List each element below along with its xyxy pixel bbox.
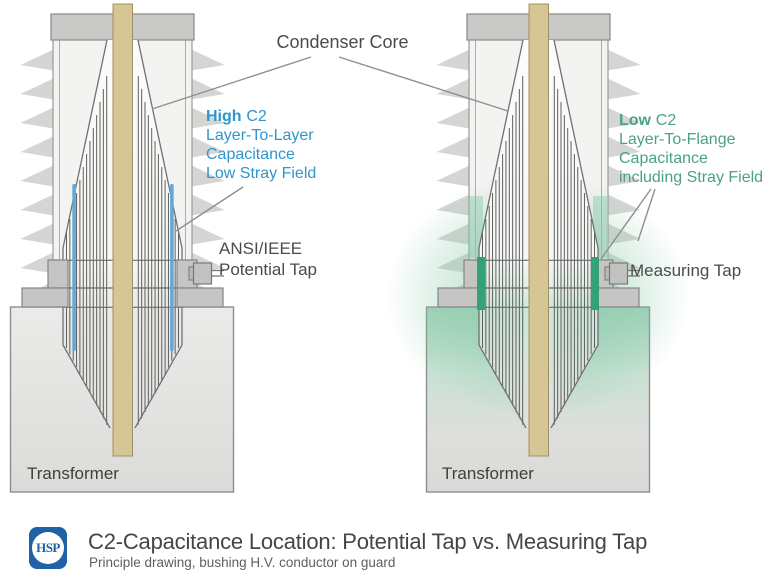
hv-conductor-right xyxy=(528,3,549,457)
shed-fin xyxy=(604,164,641,187)
c2-layer-highlight-green xyxy=(477,257,599,310)
transformer-label-left: Transformer xyxy=(27,464,119,483)
leader-lines xyxy=(151,56,656,260)
condenser-core-label: Condenser Core xyxy=(276,32,409,52)
leader-low-c2-tap xyxy=(600,188,652,260)
shed-fin xyxy=(436,48,473,71)
potential-tap-label-line2: Potential Tap xyxy=(219,259,317,279)
measuring-tap-fixture xyxy=(604,262,640,285)
shed-fin xyxy=(188,193,225,216)
shed-fin xyxy=(188,135,225,158)
shed-fin xyxy=(20,135,57,158)
shed-fin xyxy=(20,77,57,100)
shed-fin xyxy=(436,77,473,100)
low-c2-line4: including Stray Field xyxy=(619,169,764,186)
shed-fin xyxy=(604,48,641,71)
shed-fin xyxy=(20,193,57,216)
leader-condenser-core-right xyxy=(338,56,509,112)
condenser-layers-right xyxy=(482,76,595,425)
mounting-flange-left xyxy=(21,259,224,308)
shed-fin xyxy=(436,106,473,129)
shed-fin xyxy=(188,48,225,71)
high-c2-line2: Layer-To-Layer xyxy=(206,127,314,144)
shed-fin xyxy=(188,164,225,187)
shed-fin xyxy=(20,164,57,187)
leader-condenser-core-left xyxy=(151,56,312,110)
shed-fin xyxy=(20,222,57,245)
potential-tap-fixture xyxy=(188,262,224,285)
hv-conductor-left xyxy=(112,3,133,457)
shed-fin xyxy=(436,135,473,158)
high-c2-line4: Low Stray Field xyxy=(206,165,317,182)
shed-fin xyxy=(20,106,57,129)
shed-fin xyxy=(188,222,225,245)
caption-subtitle: Principle drawing, bushing H.V. conducto… xyxy=(89,555,396,570)
shed-fin xyxy=(436,164,473,187)
c2-layer-highlight-blue xyxy=(72,184,174,351)
high-c2-line3: Capacitance xyxy=(206,146,295,163)
hsp-logo-text: HSP xyxy=(36,540,60,555)
transformer-label-right: Transformer xyxy=(442,464,534,483)
low-c2-line3: Capacitance xyxy=(619,150,708,167)
hsp-logo: HSP xyxy=(29,527,67,569)
caption-title: C2-Capacitance Location: Potential Tap v… xyxy=(88,529,648,554)
potential-tap-label-line1: ANSI/IEEE xyxy=(219,239,303,258)
shed-fin xyxy=(188,77,225,100)
hsp-logo-disc: HSP xyxy=(32,532,64,564)
shed-fin xyxy=(188,106,225,129)
shed-fin xyxy=(20,48,57,71)
leader-low-c2-field xyxy=(637,188,656,242)
shed-fin xyxy=(604,106,641,129)
shed-fin xyxy=(604,135,641,158)
condenser-layers-left xyxy=(66,76,179,425)
low-c2-line2: Layer-To-Flange xyxy=(619,131,736,148)
measuring-tap-label: Measuring Tap xyxy=(630,261,742,280)
leader-high-c2 xyxy=(175,186,244,232)
shed-fin xyxy=(604,77,641,100)
potential-tap-label: ANSI/IEEE Potential Tap xyxy=(219,239,317,280)
